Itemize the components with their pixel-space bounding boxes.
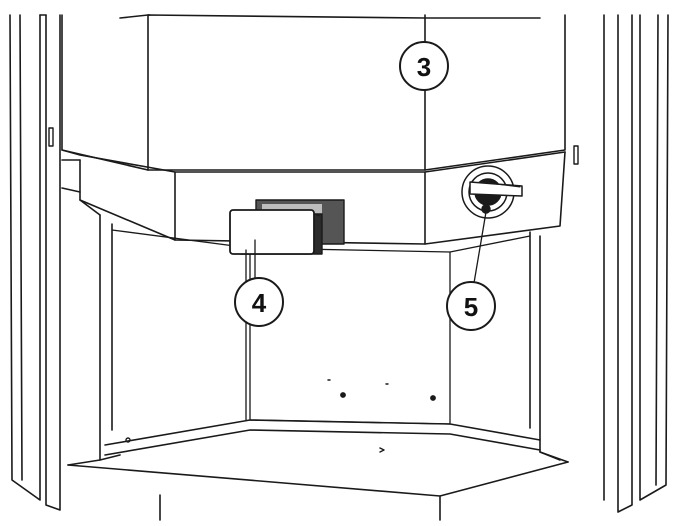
callout-4-label: 4	[252, 288, 267, 318]
floor-markings	[125, 379, 436, 453]
left-slot	[48, 127, 54, 147]
callout-3: 3	[399, 41, 449, 91]
firebox-opening	[99, 214, 561, 461]
leader-lines	[245, 211, 487, 421]
part-4-handle	[229, 199, 345, 255]
upper-housing	[61, 14, 566, 171]
part-5-knob	[461, 165, 523, 219]
firebox-floor	[67, 419, 569, 521]
callout-5-label: 5	[464, 292, 478, 322]
callout-3-label: 3	[417, 52, 431, 82]
callout-4: 4	[234, 277, 284, 327]
callout-5: 5	[446, 281, 496, 331]
right-slot	[573, 145, 579, 165]
left-outer-panel	[9, 14, 61, 511]
right-outer-panel	[603, 14, 669, 513]
